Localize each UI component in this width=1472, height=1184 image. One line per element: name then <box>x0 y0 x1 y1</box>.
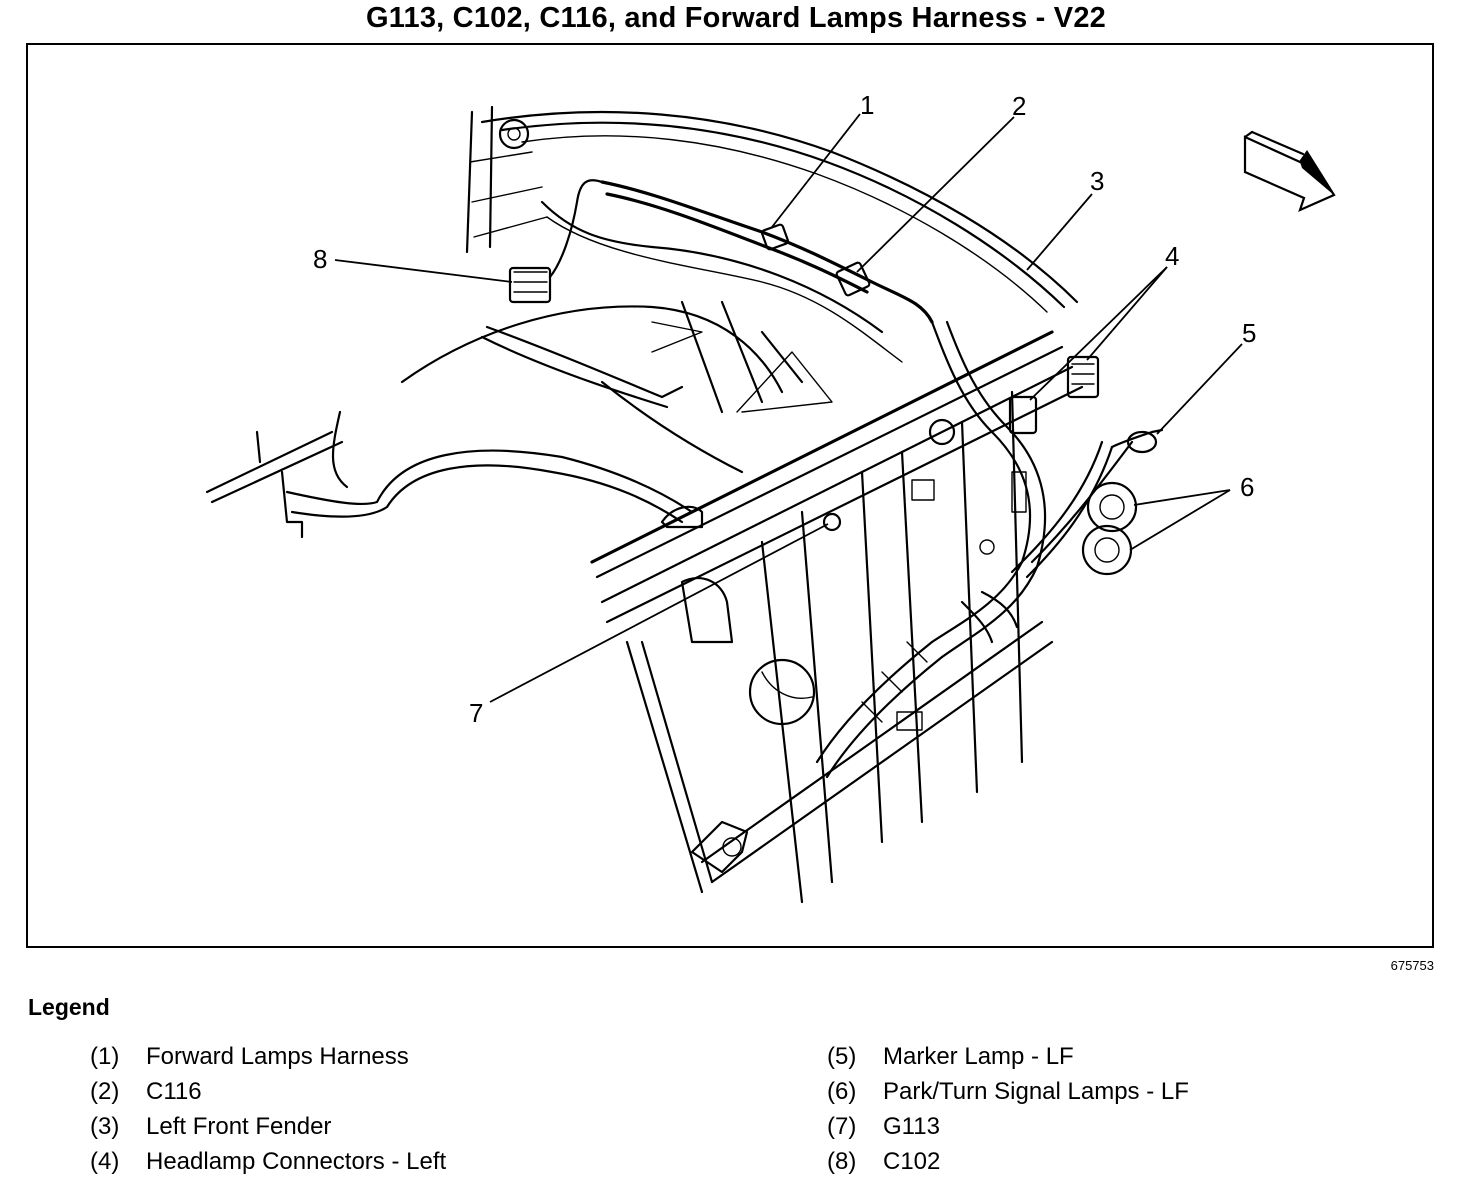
legend-item-label: C102 <box>883 1148 941 1175</box>
legend-item-label: Marker Lamp - LF <box>883 1043 1074 1070</box>
legend-item-label: Left Front Fender <box>146 1113 332 1140</box>
legend-item-label: Headlamp Connectors - Left <box>146 1148 447 1175</box>
legend-item-number: (4) <box>90 1148 120 1175</box>
legend-item: (3) Left Front Fender <box>90 1113 331 1141</box>
legend-item-label: Forward Lamps Harness <box>146 1043 409 1070</box>
callout-8: 8 <box>313 244 327 274</box>
legend-item: (2) C116 <box>90 1078 202 1106</box>
radiator-support <box>590 330 1084 904</box>
legend-item: (5) Marker Lamp - LF <box>827 1043 1074 1071</box>
cowl-structure <box>465 105 1079 363</box>
callout-3: 3 <box>1090 166 1104 196</box>
callout-5: 5 <box>1242 318 1256 348</box>
legend-heading: Legend <box>28 994 110 1020</box>
harness-illustration: 1 2 3 4 5 6 7 8 <box>205 90 1336 904</box>
callout-leaders <box>334 113 1243 703</box>
diagram-title: G113, C102, C116, and Forward Lamps Harn… <box>366 2 1106 34</box>
legend-item-number: (6) <box>827 1078 857 1105</box>
legend-item: (7) G113 <box>827 1113 940 1141</box>
legend-item-number: (3) <box>90 1113 120 1140</box>
legend-item-number: (7) <box>827 1113 857 1140</box>
callout-1: 1 <box>860 90 874 120</box>
legend-item: (8) C102 <box>827 1148 940 1176</box>
legend-item-label: C116 <box>146 1078 202 1105</box>
callout-6: 6 <box>1240 472 1254 502</box>
legend-item-number: (8) <box>827 1148 857 1175</box>
forward-lamps-harness <box>508 179 1164 779</box>
fender-apron <box>205 300 833 539</box>
figure-id: 675753 <box>1390 958 1434 973</box>
legend-item: (1) Forward Lamps Harness <box>90 1043 409 1071</box>
legend-item-number: (5) <box>827 1043 857 1070</box>
legend-item: (4) Headlamp Connectors - Left <box>90 1148 446 1176</box>
callout-2: 2 <box>1012 91 1026 121</box>
legend-item: (6) Park/Turn Signal Lamps - LF <box>827 1078 1189 1106</box>
callout-labels: 1 2 3 4 5 6 7 8 <box>313 90 1256 728</box>
callout-7: 7 <box>469 698 483 728</box>
front-direction-arrow-icon <box>1243 130 1336 213</box>
legend-item-label: Park/Turn Signal Lamps - LF <box>883 1078 1189 1105</box>
legend-item-number: (1) <box>90 1043 120 1070</box>
diagram-frame: 1 2 3 4 5 6 7 8 <box>26 43 1434 948</box>
legend-item-label: G113 <box>883 1113 940 1140</box>
legend-item-number: (2) <box>90 1078 120 1105</box>
callout-4: 4 <box>1165 241 1179 271</box>
